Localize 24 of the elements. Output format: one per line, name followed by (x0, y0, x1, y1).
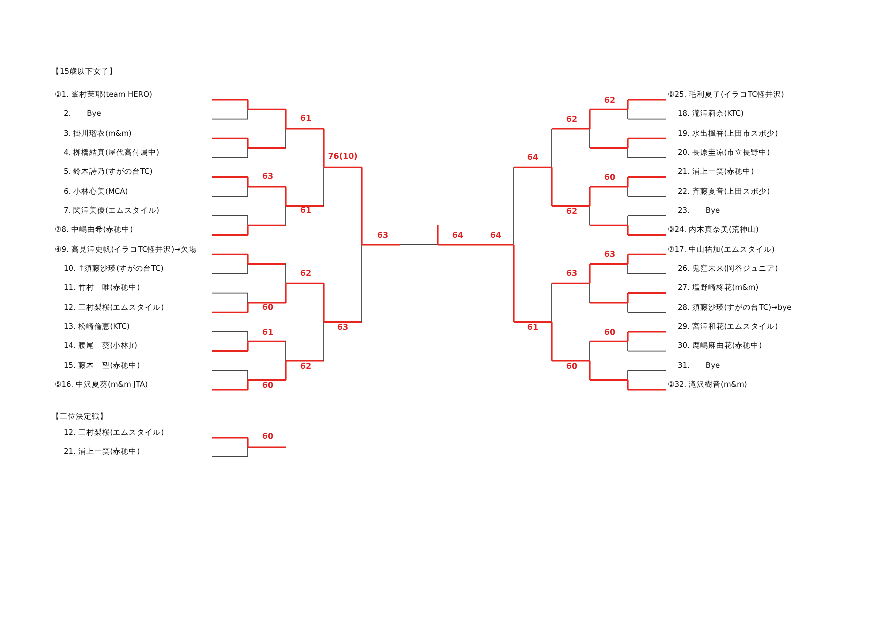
match-score: 60 (262, 303, 274, 313)
match-score: 64 (490, 231, 502, 241)
match-score: 63 (377, 231, 389, 241)
match-score: 60 (566, 362, 578, 372)
match-score: 64 (452, 231, 464, 241)
match-score: 61 (300, 114, 312, 124)
match-score: 60 (604, 328, 616, 338)
match-score: 62 (604, 96, 616, 106)
match-score: 63 (337, 323, 349, 333)
match-score: 61 (300, 206, 312, 216)
match-score: 60 (604, 173, 616, 183)
match-score: 62 (300, 269, 312, 279)
match-score: 61 (527, 323, 539, 333)
match-score: 60 (262, 432, 274, 442)
match-score: 76(10) (328, 152, 358, 162)
match-score: 64 (527, 153, 539, 163)
match-score: 61 (262, 328, 274, 338)
match-score: 63 (604, 250, 616, 260)
match-score: 62 (566, 115, 578, 125)
match-score: 62 (300, 362, 312, 372)
match-score: 62 (566, 207, 578, 217)
match-score: 63 (566, 269, 578, 279)
match-score: 63 (262, 172, 274, 182)
match-score: 60 (262, 381, 274, 391)
